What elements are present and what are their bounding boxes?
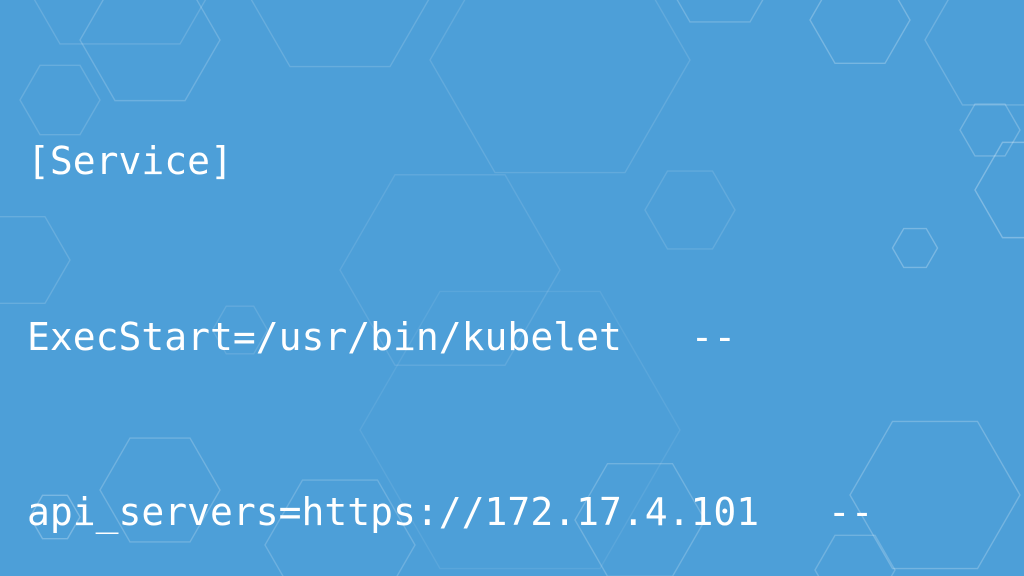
code-line: api_servers=https://172.17.4.101 -- [27, 490, 874, 534]
code-line: ExecStart=/usr/bin/kubelet -- [27, 314, 737, 359]
service-config-code-block: [Service] ExecStart=/usr/bin/kubelet -- … [27, 15, 1024, 576]
code-line: [Service] [27, 139, 233, 183]
